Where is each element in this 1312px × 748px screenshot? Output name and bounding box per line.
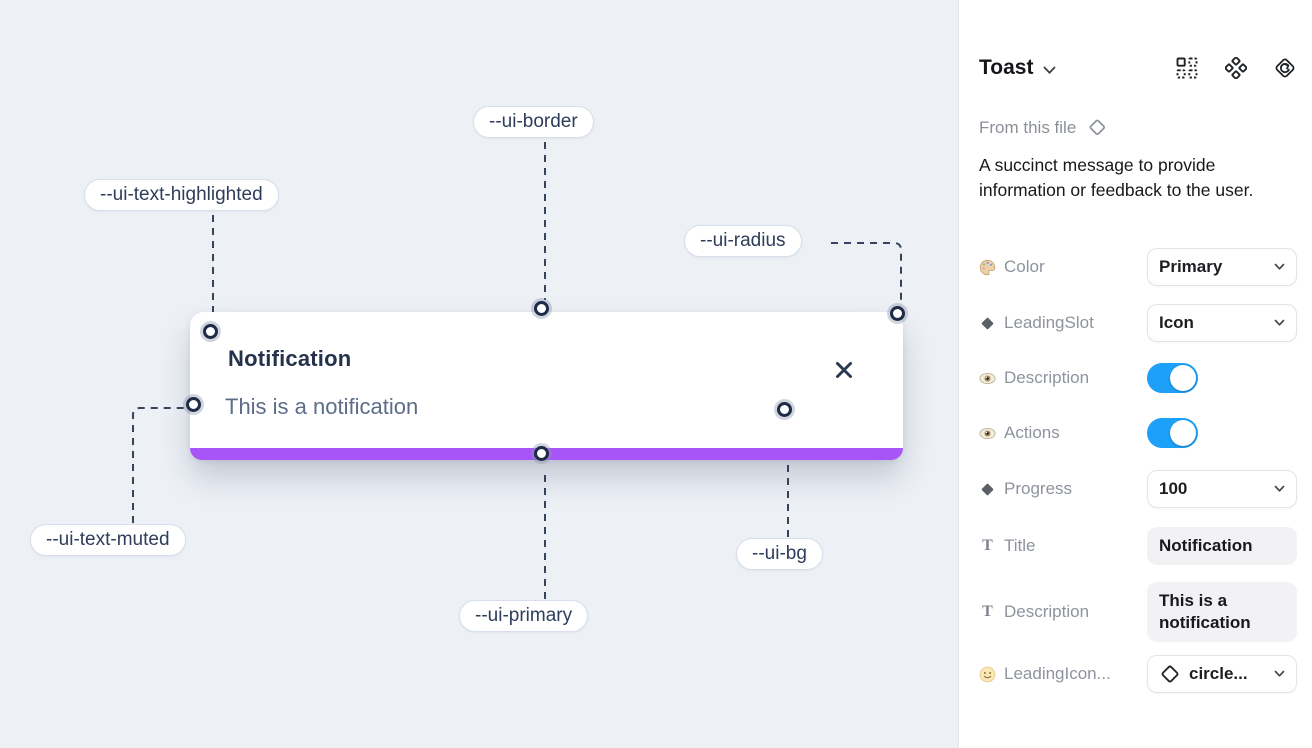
properties-panel: Toast <box>958 0 1312 748</box>
panel-header: Toast <box>979 56 1296 80</box>
chevron-down-icon[interactable] <box>1043 66 1056 75</box>
token-label: --ui-border <box>489 111 578 132</box>
diamond-outline-icon <box>1089 119 1106 136</box>
header-icons <box>1176 57 1296 79</box>
dropdown-value: Icon <box>1159 313 1194 332</box>
color-dropdown[interactable]: Primary <box>1147 248 1297 286</box>
prop-label-text: Actions <box>1004 423 1060 442</box>
toast-title: Notification <box>228 346 352 371</box>
component-icon[interactable] <box>1225 57 1247 79</box>
prop-label-text: Title <box>1004 536 1036 555</box>
chevron-down-icon <box>1274 319 1285 326</box>
prop-label: Description <box>979 368 1089 388</box>
text-icon: T <box>982 603 993 620</box>
handle-ui-radius[interactable] <box>890 306 905 321</box>
prop-label: LeadingIcon... <box>979 664 1111 684</box>
handle-ui-primary[interactable] <box>534 446 549 461</box>
token-label: --ui-radius <box>700 230 786 251</box>
handle-ui-bg[interactable] <box>777 402 792 417</box>
prop-label: T Description <box>979 602 1089 622</box>
toggle-knob <box>1170 365 1196 391</box>
chevron-down-icon <box>1274 485 1285 492</box>
palette-icon <box>979 259 996 275</box>
token-label: --ui-text-muted <box>46 529 170 550</box>
text-icon: T <box>982 537 993 554</box>
wire-ui-text-muted <box>132 407 184 523</box>
toast-preview: Notification This is a notification <box>190 312 903 460</box>
token-label: --ui-text-highlighted <box>100 184 263 205</box>
prop-label-text: LeadingIcon... <box>1004 664 1111 683</box>
token-chip-ui-radius[interactable]: --ui-radius <box>684 225 802 257</box>
prop-label-text: Progress <box>1004 479 1073 498</box>
token-chip-ui-text-muted[interactable]: --ui-text-muted <box>30 524 186 556</box>
diamond-icon <box>981 483 994 495</box>
source-row: From this file <box>979 117 1108 138</box>
prop-label-text: LeadingSlot <box>1004 313 1094 332</box>
handle-ui-border[interactable] <box>534 301 549 316</box>
token-chip-ui-primary[interactable]: --ui-primary <box>459 600 589 632</box>
component-description: A succinct message to provide informatio… <box>979 155 1254 201</box>
chevron-down-icon <box>1274 263 1285 270</box>
wire-ui-radius <box>831 242 902 304</box>
token-chip-ui-bg[interactable]: --ui-bg <box>736 538 823 570</box>
chevron-down-icon <box>1274 670 1285 677</box>
description-toggle[interactable] <box>1147 363 1297 393</box>
component-name[interactable]: Toast <box>979 56 1034 79</box>
diamond-icon <box>981 317 994 329</box>
leadingicon-dropdown[interactable]: circle... <box>1147 655 1297 693</box>
smiley-icon <box>979 666 996 682</box>
title-field[interactable]: Notification <box>1147 527 1297 565</box>
dropdown-value: Primary <box>1159 257 1223 276</box>
eye-icon <box>979 372 996 384</box>
instance-grid-icon[interactable] <box>1176 57 1198 79</box>
prop-label: T Title <box>979 536 1036 556</box>
token-chip-ui-text-highlighted[interactable]: --ui-text-highlighted <box>84 179 279 211</box>
leadingslot-dropdown[interactable]: Icon <box>1147 304 1297 342</box>
dropdown-value: circle... <box>1189 664 1248 683</box>
toast-description: This is a notification <box>225 394 419 419</box>
prop-label-text: Color <box>1004 257 1045 276</box>
diamond-outline-icon <box>1161 665 1179 683</box>
prop-label-text: Description <box>1004 368 1090 387</box>
token-chip-ui-border[interactable]: --ui-border <box>473 106 594 138</box>
prop-label: Progress <box>979 479 1072 499</box>
prop-label: Color <box>979 257 1045 277</box>
description-field[interactable]: This is a notification <box>1147 582 1297 642</box>
component-preview-canvas: Notification This is a notification --ui… <box>0 0 958 748</box>
token-swap-icon[interactable] <box>1274 57 1296 79</box>
eye-icon <box>979 427 996 439</box>
progress-dropdown[interactable]: 100 <box>1147 470 1297 508</box>
toggle-knob <box>1170 420 1196 446</box>
actions-toggle[interactable] <box>1147 418 1297 448</box>
handle-ui-text-muted[interactable] <box>186 397 201 412</box>
source-label: From this file <box>979 117 1077 137</box>
token-label: --ui-bg <box>752 543 807 564</box>
handle-ui-text-highlighted[interactable] <box>203 324 218 339</box>
prop-label-text: Description <box>1004 602 1090 621</box>
close-icon[interactable] <box>834 360 854 380</box>
dropdown-value: 100 <box>1159 479 1188 498</box>
prop-label: LeadingSlot <box>979 313 1094 333</box>
token-label: --ui-primary <box>475 605 573 626</box>
prop-label: Actions <box>979 423 1060 443</box>
